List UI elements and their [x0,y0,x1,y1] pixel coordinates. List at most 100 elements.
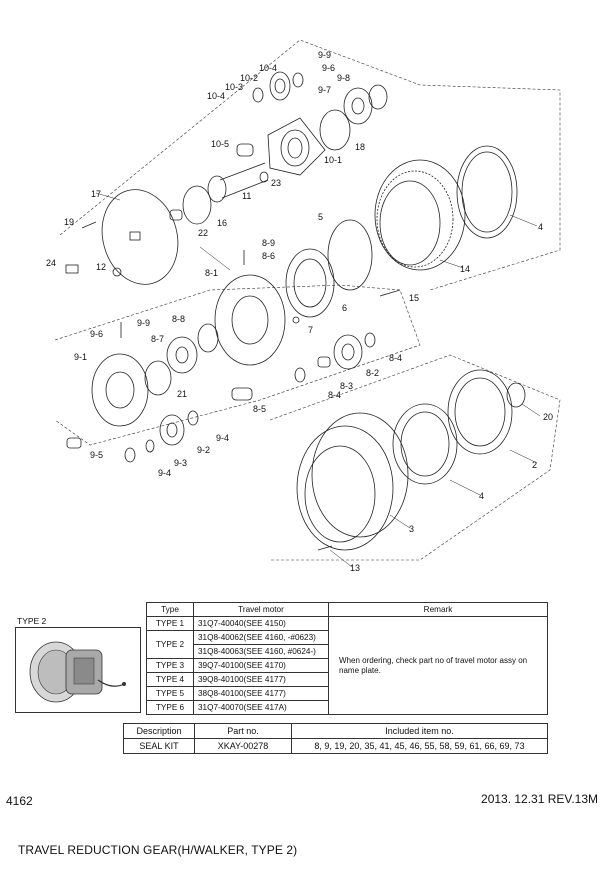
bolt-19 [81,221,97,229]
hub-3 [296,412,409,551]
ring-21 [144,360,172,396]
included-items-cell: 8, 9, 19, 20, 35, 41, 45, 46, 55, 58, 59… [291,738,548,754]
callout: 8-2 [366,368,379,378]
washer-10-3 [252,87,264,103]
gear-8-7 [166,336,198,374]
washer-9-4 [187,410,199,426]
callout: 11 [242,191,251,201]
seal-kit-table: Description Part no. Included item no. S… [123,723,548,754]
plug-12 [112,267,122,277]
callout: 10-4 [207,91,225,101]
ring-20 [506,382,526,408]
motor-cell: 31Q7-40040(SEE 4150) [193,616,329,631]
callout: 3 [409,524,414,534]
leader-lines [95,192,541,568]
bush-8-3 [317,356,331,368]
callout: 9-2 [197,445,210,455]
page-number: 4162 [6,794,33,808]
seal-4-upper [456,145,518,239]
callout: 21 [177,389,187,399]
plug-13 [317,545,333,551]
callout: 8-1 [205,268,218,278]
callout: 19 [64,217,74,227]
callout-labels: 9-9 9-6 10-4 10-2 9-8 10-3 9-7 10-4 10-5… [46,50,553,573]
callout: 8-3 [340,381,353,391]
callout: 8-7 [151,334,164,344]
callout: 13 [350,563,360,573]
callout: 12 [96,262,106,272]
washer-8-4 [364,332,376,348]
gear-9-2 [159,414,185,446]
ring-6 [285,248,335,318]
revision-date: 2013. 12.31 REV.13M [481,792,598,806]
table-row: TYPE 1 31Q7-40040(SEE 4150) When orderin… [146,616,548,715]
table-row: SEAL KIT XKAY-00278 8, 9, 19, 20, 35, 41… [123,738,548,754]
table-header-row: Type Travel motor Remark [146,602,548,617]
type-cell: TYPE 4 [146,672,194,687]
callout: 9-3 [174,458,187,468]
header-remark: Remark [328,602,548,617]
travel-motor-table: Type Travel motor Remark TYPE 1 31Q7-400… [146,602,548,715]
carrier-8-1 [214,274,286,366]
bearing-2 [447,369,513,455]
header-part-no: Part no. [194,723,292,739]
callout: 8-8 [172,314,185,324]
header-included-items: Included item no. [291,723,548,739]
callout: 17 [91,189,101,199]
seal-4-lower [392,403,458,485]
part-no-cell: XKAY-00278 [194,738,292,754]
motor-cell: 31Q7-40070(SEE 417A) [193,700,329,715]
callout: 10-1 [324,155,342,165]
callout: 9-9 [137,318,150,328]
callout: 15 [409,293,419,303]
type-cell: TYPE 6 [146,700,194,715]
pin-7 [292,316,300,324]
callout: 16 [217,218,227,228]
exploded-view-diagram: 9-9 9-6 10-4 10-2 9-8 10-3 9-7 10-4 10-5… [46,39,561,573]
ring-18 [319,109,351,151]
washer-10-4 [292,72,304,88]
callout: 23 [271,178,281,188]
header-description: Description [123,723,195,739]
motor-cell: 31Q8-40063(SEE 4160, #0624-) [193,644,329,659]
callout: 9-4 [216,433,229,443]
motor-cell: 38Q8-40100(SEE 4177) [193,686,329,701]
table-row: TYPE 2 31Q8-40062(SEE 4160, -#0623) [146,630,548,659]
header-travel-motor: Travel motor [193,602,329,617]
type-cell: TYPE 1 [146,616,194,631]
callout: 9-6 [90,329,103,339]
callout: 18 [355,142,365,152]
callout: 20 [543,412,553,422]
callout: 8-6 [262,251,275,261]
washer-23 [259,171,269,183]
callout: 9-1 [74,352,87,362]
bolt-15 [379,289,401,297]
callout: 9-4 [158,468,171,478]
ring-16 [182,185,212,225]
motor-cell: 39Q8-40100(SEE 4177) [193,672,329,687]
callout: 10-5 [211,139,229,149]
plate-24 [65,264,79,274]
callout: 8-4 [389,353,402,363]
assembly-outline-middle [54,284,421,446]
callout: 8-9 [262,238,275,248]
washer-9-3 [145,439,155,453]
ring-8-8 [197,323,219,353]
type-cell: TYPE 2 [146,630,194,659]
gear-9-7 [343,87,373,125]
description-cell: SEAL KIT [123,738,195,754]
type2-label: TYPE 2 [17,616,47,626]
header-type: Type [146,602,194,617]
pin-10-5 [236,143,254,157]
callout: 22 [198,228,208,238]
washer-8-4b [294,367,306,383]
callout: 5 [318,212,323,222]
pin-8-5 [231,387,253,401]
ring-gear-14 [374,159,466,271]
type2-motor-image [15,627,141,713]
callout: 14 [460,264,470,274]
ring-9-8 [368,84,388,110]
gear-8-2 [333,334,363,370]
bush-22 [169,209,183,221]
motor-cell: 31Q8-40062(SEE 4160, -#0623) [193,630,329,645]
